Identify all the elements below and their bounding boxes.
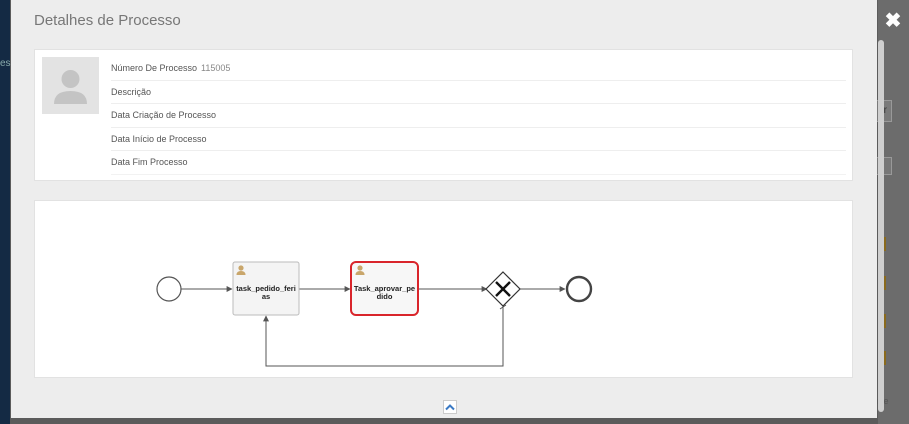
bpmn-diagram-card: task_pedido_feri as Task_aprovar_pe dido	[34, 200, 853, 378]
field-creation-date: Data Criação de Processo	[111, 104, 846, 128]
modal-title: Detalhes de Processo	[34, 12, 181, 29]
field-start-date: Data Início de Processo	[111, 128, 846, 152]
chevron-up-icon	[445, 404, 455, 411]
sequence-flow-loop[interactable]	[263, 305, 504, 367]
user-task-icon	[355, 265, 365, 275]
field-label: Data Fim Processo	[111, 157, 188, 168]
field-label: Data Criação de Processo	[111, 110, 217, 121]
close-icon: ✖	[884, 10, 902, 32]
avatar	[42, 57, 99, 114]
task-label: Task_aprovar_pe	[354, 284, 415, 293]
field-label: Número De Processo	[111, 63, 198, 73]
field-label: Data Início de Processo	[111, 133, 207, 144]
scroll-up-button[interactable]	[443, 400, 457, 414]
field-description: Descrição	[111, 81, 846, 105]
user-placeholder-icon	[54, 70, 87, 104]
start-event[interactable]	[156, 276, 182, 302]
task-label: as	[262, 292, 270, 301]
background-sidebar-text: es	[0, 58, 11, 69]
field-value: 115005	[201, 63, 231, 73]
exclusive-gateway[interactable]	[485, 271, 521, 307]
end-event[interactable]	[565, 275, 593, 303]
task-label: dido	[377, 292, 393, 301]
user-task-icon	[236, 265, 246, 275]
close-modal-button[interactable]: ✖	[884, 10, 902, 32]
modal-scrollbar[interactable]	[878, 40, 884, 412]
default-flow-marker	[499, 304, 507, 310]
task-pedido-ferias[interactable]: task_pedido_feri as	[232, 261, 300, 316]
task-aprovar-pedido[interactable]: Task_aprovar_pe dido	[350, 261, 419, 316]
bpmn-diagram: task_pedido_feri as Task_aprovar_pe dido	[156, 261, 593, 367]
task-label: task_pedido_feri	[236, 284, 296, 293]
field-label: Descrição	[111, 86, 152, 97]
field-end-date: Data Fim Processo	[111, 151, 846, 175]
background-sidebar	[0, 0, 10, 424]
